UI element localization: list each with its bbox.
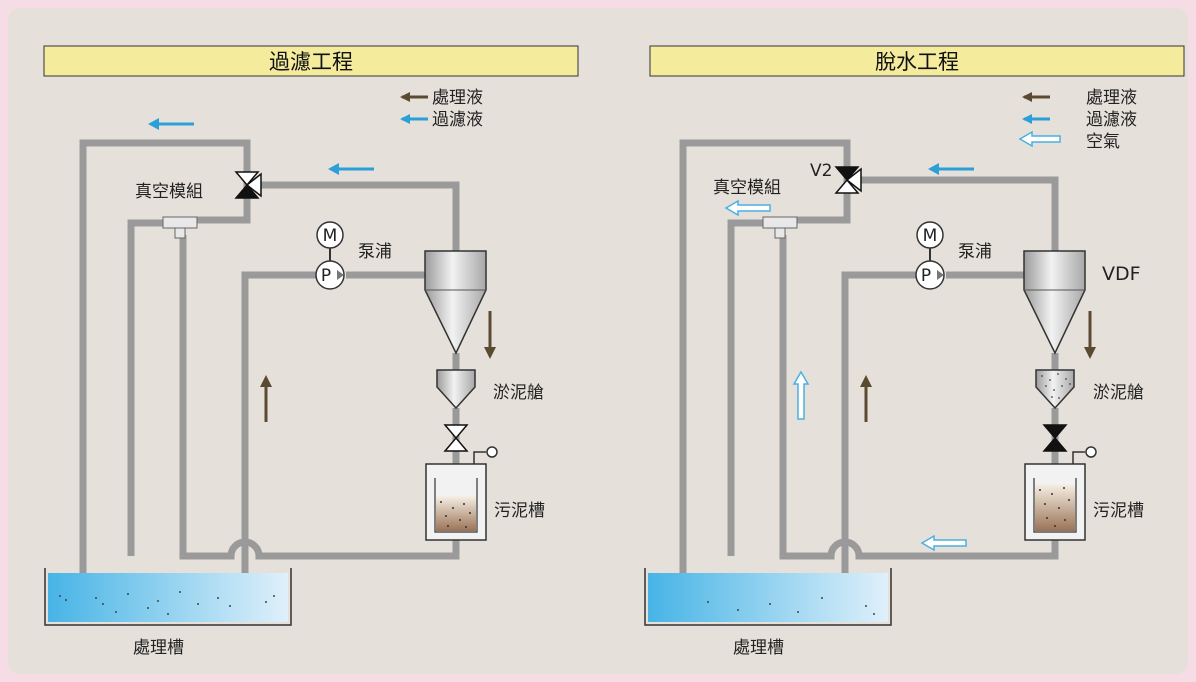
arrowhead [400,114,410,124]
pump-symbol: P [321,266,331,286]
vdf-filter-icon [424,250,487,355]
arrowhead [1022,114,1032,124]
treatment-tank-label: 處理槽 [133,638,184,658]
arrowhead [400,92,410,102]
air-flow-arrow-icon [920,534,967,552]
two-way-valve-icon [1042,424,1068,452]
flow-arrow-icon [260,375,272,422]
filtration-title-band [43,45,579,77]
dewatering-title-band [649,45,1185,77]
sludge-tank-label: 污泥槽 [1093,501,1144,521]
svg-rect [1035,484,1075,531]
filtrate-pipe [847,176,1059,253]
hopper-icon [436,369,476,410]
dewatering-panel: 脫水工程 處理液 過濾液 空氣 真空模組 V2 [644,45,1185,658]
legend-treated-label: 處理液 [432,88,483,108]
svg-path [473,451,486,464]
vacuum-module-icon [162,216,198,239]
pump-symbol: P [921,266,931,286]
vacuum-pipe [127,219,163,556]
return-pipe [79,139,251,606]
treatment-tank-water [648,573,888,622]
arrowhead [937,270,944,280]
diagram-frame: 過濾工程 處理液 過濾液 真空模組 [8,8,1188,674]
svg-path [1072,451,1085,464]
icon [707,597,875,615]
float-switch-icon [1085,446,1097,458]
icon [440,501,471,528]
flow-arrow-icon [148,118,194,130]
vacuum-module-label: 真空模組 [135,182,203,202]
motor-symbol: M [323,226,338,246]
feed-pipe [841,271,918,608]
flow-arrow-icon [1084,311,1096,359]
flow-arrow-icon [484,311,496,359]
air-flow-arrow-icon [724,199,771,217]
svg-path [434,478,478,533]
motor-symbol: M [923,226,938,246]
feed-pipe [241,271,318,608]
three-way-valve-icon [834,166,862,194]
hopper-label: 淤泥艙 [1093,383,1144,403]
vacuum-module-label: 真空模組 [713,178,781,198]
vacuum-pipe [727,219,763,556]
three-way-valve-icon [234,171,262,199]
vdf-filter-icon [1023,250,1086,355]
treatment-tank-icon [44,568,292,626]
pump-label: 泵浦 [358,242,392,262]
air-flow-arrow-icon [792,370,810,420]
hopper-label: 淤泥艙 [493,383,544,403]
air-arrow-icon [1018,130,1061,148]
legend-filtrate-label: 過濾液 [432,110,483,130]
flow-arrow-icon [928,163,974,175]
sludge-tank-label: 污泥槽 [494,501,545,521]
arrowhead [337,270,344,280]
valve-v2-label: V2 [810,161,832,181]
filtration-title: 過濾工程 [269,50,353,74]
flow-arrow-icon [328,163,374,175]
icon [1039,487,1070,527]
return-pipe [679,139,851,606]
filtration-legend: 處理液 過濾液 [400,88,483,130]
arrowhead [1022,92,1032,102]
svg-path [1033,478,1077,533]
legend-filtrate-label: 過濾液 [1086,110,1137,130]
icon [1041,373,1071,399]
dewatering-title: 脫水工程 [875,50,959,74]
vdf-label: VDF [1102,263,1141,285]
pump-label: 泵浦 [958,242,992,262]
dewatering-legend: 處理液 過濾液 空氣 [1018,88,1137,152]
hopper-icon [1035,369,1075,410]
vacuum-branch-pipe [780,180,851,224]
treatment-tank-label: 處理槽 [733,638,784,658]
filtration-panel: 過濾工程 處理液 過濾液 真空模組 [43,45,579,658]
treatment-tank-icon [644,568,892,626]
icon [59,591,275,615]
float-switch-icon [486,446,498,458]
legend-air-label: 空氣 [1086,132,1120,152]
process-diagram: 過濾工程 處理液 過濾液 真空模組 [43,45,1185,658]
filtrate-pipe [247,181,460,253]
vacuum-module-icon [762,216,798,239]
flow-arrow-icon [860,375,872,422]
two-way-valve-icon [443,424,469,452]
legend-treated-label: 處理液 [1086,88,1137,108]
